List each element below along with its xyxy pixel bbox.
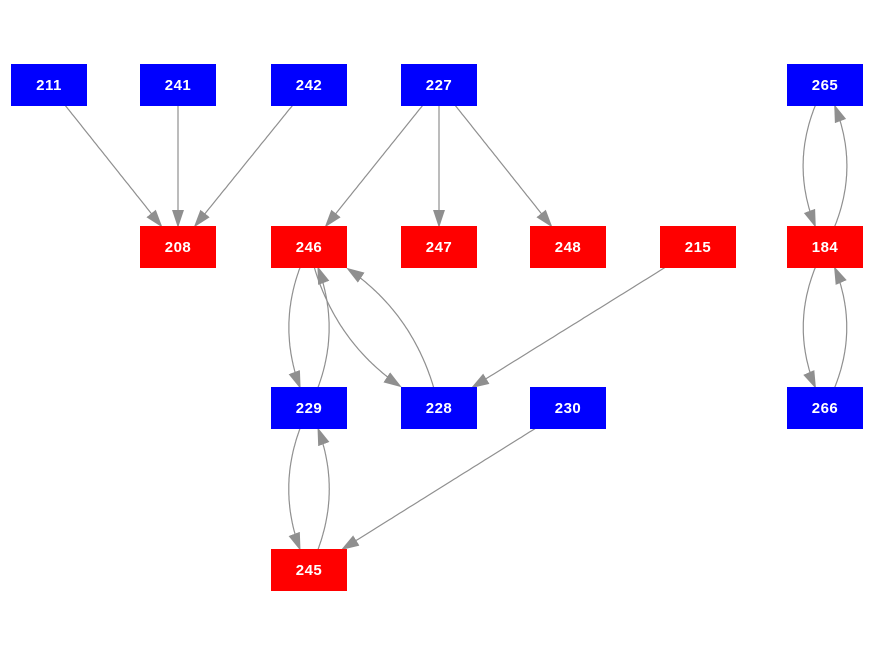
edge-265-to-184: [802, 84, 826, 228]
graph-node-245: 245: [271, 549, 347, 591]
edge-184-to-265: [824, 104, 848, 248]
node-label: 227: [425, 76, 453, 94]
edge-227-to-246: [324, 84, 440, 228]
edge-229-to-245: [288, 407, 310, 551]
graph-node-246: 246: [271, 226, 347, 268]
edge-230-to-245: [340, 407, 569, 550]
graph-node-247: 247: [401, 226, 477, 268]
graph-node-230: 230: [530, 387, 606, 429]
graph-node-266: 266: [787, 387, 863, 429]
edge-229-to-246: [308, 266, 330, 409]
edge-215-to-228: [470, 246, 699, 389]
edge-246-to-229: [288, 246, 310, 389]
graph-node-241: 241: [140, 64, 216, 106]
graph-node-215: 215: [660, 226, 736, 268]
node-label: 246: [295, 238, 323, 256]
graph-node-211: 211: [11, 64, 87, 106]
node-label: 245: [295, 561, 323, 579]
graph-node-184: 184: [787, 226, 863, 268]
node-label: 242: [295, 76, 323, 94]
edge-227-to-248: [438, 84, 553, 228]
node-label: 266: [811, 399, 839, 417]
graph-node-228: 228: [401, 387, 477, 429]
edge-228-to-246: [346, 267, 440, 409]
node-label: 265: [811, 76, 839, 94]
edge-211-to-208: [48, 84, 163, 228]
edge-242-to-208: [193, 84, 310, 228]
edge-246-to-228: [308, 246, 402, 388]
node-label: 228: [425, 399, 453, 417]
edges-group: [48, 84, 848, 571]
node-label: 241: [164, 76, 192, 94]
graph-node-242: 242: [271, 64, 347, 106]
node-label: 230: [554, 399, 582, 417]
node-label: 215: [684, 238, 712, 256]
graph-node-208: 208: [140, 226, 216, 268]
graph-node-229: 229: [271, 387, 347, 429]
node-label: 211: [36, 76, 62, 94]
edge-245-to-229: [308, 427, 330, 571]
node-label: 247: [425, 238, 453, 256]
edge-266-to-184: [824, 266, 848, 409]
node-label: 229: [295, 399, 323, 417]
graph-node-248: 248: [530, 226, 606, 268]
node-label: 184: [811, 238, 839, 256]
edge-184-to-266: [802, 246, 826, 389]
graph-node-227: 227: [401, 64, 477, 106]
node-label: 208: [164, 238, 192, 256]
graph-node-265: 265: [787, 64, 863, 106]
node-label: 248: [554, 238, 582, 256]
